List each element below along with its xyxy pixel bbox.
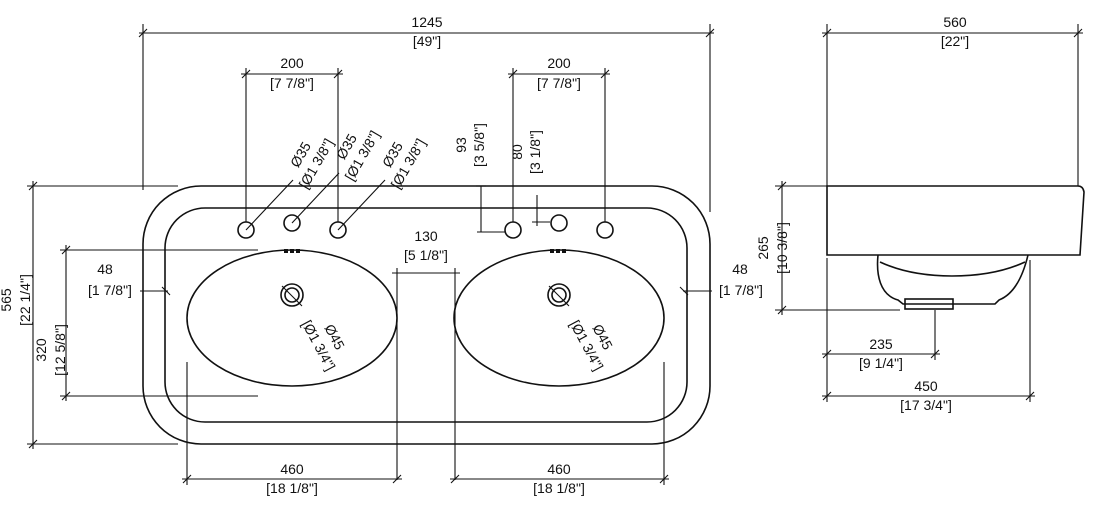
svg-text:[10 3/8"]: [10 3/8"]	[774, 222, 790, 274]
left-tap-spacing-inch-label: [7 7/8"]	[270, 75, 314, 91]
hole-offset-label: 93 [3 5/8"]	[453, 123, 487, 167]
svg-text:265: 265	[755, 236, 771, 260]
left-bowl-width-inch-label: [18 1/8"]	[266, 480, 318, 496]
right-margin-dimension	[679, 286, 712, 296]
sink-outer-outline	[142, 185, 711, 445]
overall-depth-dimension	[27, 181, 178, 449]
overall-depth-label: 565 [22 1/4"]	[0, 274, 33, 326]
right-bowl-width-label: 460	[547, 461, 571, 477]
side-drain-offset-dimension	[822, 258, 940, 402]
overall-width-dimension	[138, 24, 715, 212]
sink-inner-outline	[164, 207, 688, 423]
bowl-depth-label: 320 [12 5/8"]	[33, 324, 68, 376]
svg-text:[3 5/8"]: [3 5/8"]	[471, 123, 487, 167]
bowl-depth-dimension	[60, 245, 258, 401]
right-overflow-slots	[550, 249, 566, 253]
left-drain-label: Ø45 [Ø1 3/4"]	[299, 317, 348, 373]
svg-text:93: 93	[453, 137, 469, 153]
overall-width-inch-label: [49"]	[413, 33, 441, 49]
bowl-gap-label: 130	[414, 228, 438, 244]
svg-text:565: 565	[0, 288, 14, 312]
side-drain-offset-inch-label: [9 1/4"]	[859, 355, 903, 371]
top-view: 1245 [49"] 200 [7 7/8"] 200 [7 7/8"]	[0, 14, 763, 496]
right-bowl-width-dimension	[450, 362, 669, 485]
side-profile-top	[826, 185, 1085, 256]
left-margin-dimension	[140, 286, 171, 296]
left-bowl-width-dimension	[182, 362, 402, 485]
overall-width-label: 1245	[411, 14, 442, 30]
left-margin-inch-label: [1 7/8"]	[88, 282, 132, 298]
side-profile-bowl-inner	[879, 261, 1026, 277]
right-bowl-width-inch-label: [18 1/8"]	[533, 480, 585, 496]
left-drain	[280, 283, 304, 307]
side-drain-offset-label: 235	[869, 336, 893, 352]
tap-hole-1-label: Ø35 [Ø1 3/8"]	[287, 136, 337, 191]
side-bottom-width-label: 450	[914, 378, 938, 394]
svg-text:320: 320	[33, 338, 49, 362]
side-width-dimension	[822, 24, 1083, 186]
right-margin-label: 48	[732, 261, 748, 277]
side-profile-bowl	[876, 254, 1029, 305]
hole-spacing-dimension	[532, 195, 550, 226]
side-width-label: 560	[943, 14, 967, 30]
right-drain	[547, 283, 571, 307]
hole-spacing-label: 80 [3 1/8"]	[509, 130, 543, 174]
bowl-gap-inch-label: [5 1/8"]	[404, 247, 448, 263]
left-overflow-slots	[284, 249, 300, 253]
left-tap-spacing-label: 200	[280, 55, 304, 71]
tap-hole-2	[283, 214, 301, 232]
side-height-label: 265 [10 3/8"]	[755, 222, 790, 274]
right-tap-spacing-label: 200	[547, 55, 571, 71]
left-bowl	[186, 249, 398, 387]
bowl-gap-dimension	[392, 268, 460, 480]
tap-hole-leaders	[245, 172, 386, 231]
side-view: 560 [22"] 265 [10 3/8"] 235 [9 1/4"]	[755, 14, 1085, 413]
side-bottom-width-dimension	[822, 260, 1035, 402]
side-bottom-width-inch-label: [17 3/4"]	[900, 397, 952, 413]
tap-hole-2-label: Ø35 [Ø1 3/8"]	[333, 128, 383, 183]
side-profile-drain	[904, 298, 954, 310]
svg-text:[3 1/8"]: [3 1/8"]	[527, 130, 543, 174]
right-drain-label: Ø45 [Ø1 3/4"]	[567, 317, 616, 373]
right-bowl	[453, 249, 665, 387]
svg-text:[22 1/4"]: [22 1/4"]	[17, 274, 33, 326]
svg-text:[12 5/8"]: [12 5/8"]	[52, 324, 68, 376]
right-tap-spacing-dimension	[508, 68, 610, 222]
side-width-inch-label: [22"]	[941, 33, 969, 49]
tap-hole-6	[596, 221, 614, 239]
tap-hole-4	[504, 221, 522, 239]
left-margin-label: 48	[97, 261, 113, 277]
tap-hole-5	[550, 214, 568, 232]
right-tap-spacing-inch-label: [7 7/8"]	[537, 75, 581, 91]
hole-offset-dimension	[476, 185, 506, 233]
right-margin-inch-label: [1 7/8"]	[719, 282, 763, 298]
side-height-dimension	[775, 181, 900, 315]
svg-text:80: 80	[509, 144, 525, 160]
left-bowl-width-label: 460	[280, 461, 304, 477]
left-tap-spacing-dimension	[241, 68, 343, 222]
